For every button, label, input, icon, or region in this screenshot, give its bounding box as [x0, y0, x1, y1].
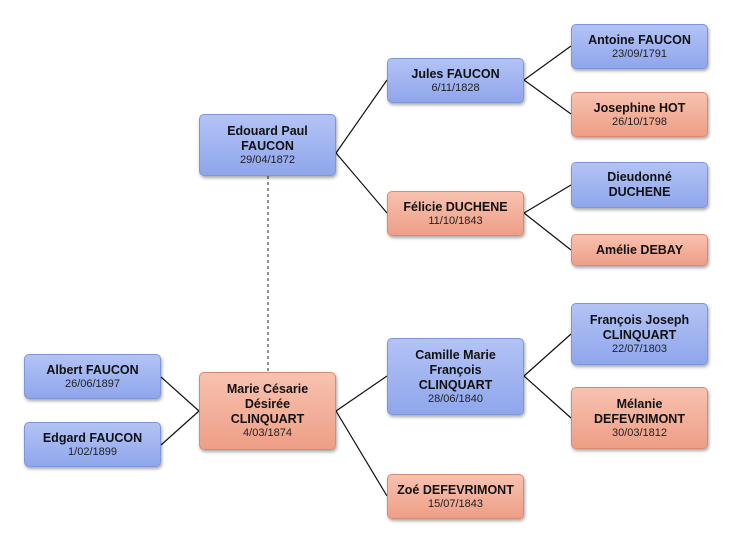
person-name: François Joseph CLINQUART	[589, 312, 690, 342]
person-date: 26/10/1798	[611, 115, 668, 128]
person-date: 15/07/1843	[427, 497, 484, 510]
person-name: Camille Marie François CLINQUART	[415, 347, 496, 392]
person-name: Antoine FAUCON	[588, 32, 691, 47]
link-edgard-marie	[160, 410, 200, 446]
person-josephine-hot[interactable]: Josephine HOT 26/10/1798	[571, 92, 708, 137]
link-albert-marie	[160, 376, 200, 412]
person-date: 6/11/1828	[431, 81, 480, 94]
person-name: Edouard Paul FAUCON	[227, 123, 308, 153]
person-jules-faucon[interactable]: Jules FAUCON 6/11/1828	[387, 58, 524, 103]
link-edouard-jules	[335, 79, 388, 154]
link-camille-francois	[523, 333, 572, 377]
link-camille-melanie	[523, 375, 572, 419]
person-name: Félicie DUCHENE	[403, 199, 508, 214]
person-name: Josephine HOT	[593, 100, 686, 115]
link-marie-zoe	[335, 410, 388, 497]
person-name: Amélie DEBAY	[595, 242, 684, 257]
person-albert-faucon[interactable]: Albert FAUCON 26/06/1897	[24, 354, 161, 399]
person-date: 22/07/1803	[611, 342, 668, 355]
person-date: 29/04/1872	[239, 153, 296, 166]
link-felicie-amelie	[523, 212, 572, 251]
person-melanie-defevrimont[interactable]: Mélanie DEFEVRIMONT 30/03/1812	[571, 387, 708, 449]
person-date: 1/02/1899	[68, 445, 117, 458]
person-date: 23/09/1791	[611, 47, 668, 60]
link-felicie-dieudonne	[523, 184, 572, 214]
person-dieudonne-duchene[interactable]: Dieudonné DUCHENE	[571, 162, 708, 208]
person-name: Zoé DEFEVRIMONT	[397, 482, 514, 497]
person-name: Jules FAUCON	[411, 66, 500, 81]
person-date: 11/10/1843	[428, 214, 483, 227]
link-edouard-felicie	[335, 152, 388, 214]
person-zoe-defevrimont[interactable]: Zoé DEFEVRIMONT 15/07/1843	[387, 474, 524, 519]
person-name: Edgard FAUCON	[42, 430, 143, 445]
person-edgard-faucon[interactable]: Edgard FAUCON 1/02/1899	[24, 422, 161, 467]
person-date: 28/06/1840	[427, 392, 484, 405]
link-marie-camille	[335, 375, 388, 412]
person-name: Mélanie DEFEVRIMONT	[594, 396, 685, 426]
link-jules-josephine	[523, 79, 572, 115]
person-marie-clinquart[interactable]: Marie Césarie Désirée CLINQUART 4/03/187…	[199, 372, 336, 450]
link-jules-antoine	[523, 45, 572, 81]
person-francois-clinquart[interactable]: François Joseph CLINQUART 22/07/1803	[571, 303, 708, 365]
person-camille-clinquart[interactable]: Camille Marie François CLINQUART 28/06/1…	[387, 338, 524, 415]
person-date: 4/03/1874	[243, 427, 292, 439]
person-date: 30/03/1812	[611, 426, 668, 439]
person-amelie-debay[interactable]: Amélie DEBAY	[571, 234, 708, 266]
person-name: Albert FAUCON	[46, 362, 139, 377]
person-felicie-duchene[interactable]: Félicie DUCHENE 11/10/1843	[387, 191, 524, 236]
person-date: 26/06/1897	[64, 377, 121, 390]
person-name: Marie Césarie Désirée CLINQUART	[226, 382, 309, 426]
person-edouard-faucon[interactable]: Edouard Paul FAUCON 29/04/1872	[199, 114, 336, 176]
person-antoine-faucon[interactable]: Antoine FAUCON 23/09/1791	[571, 24, 708, 69]
person-name: Dieudonné DUCHENE	[607, 170, 672, 199]
